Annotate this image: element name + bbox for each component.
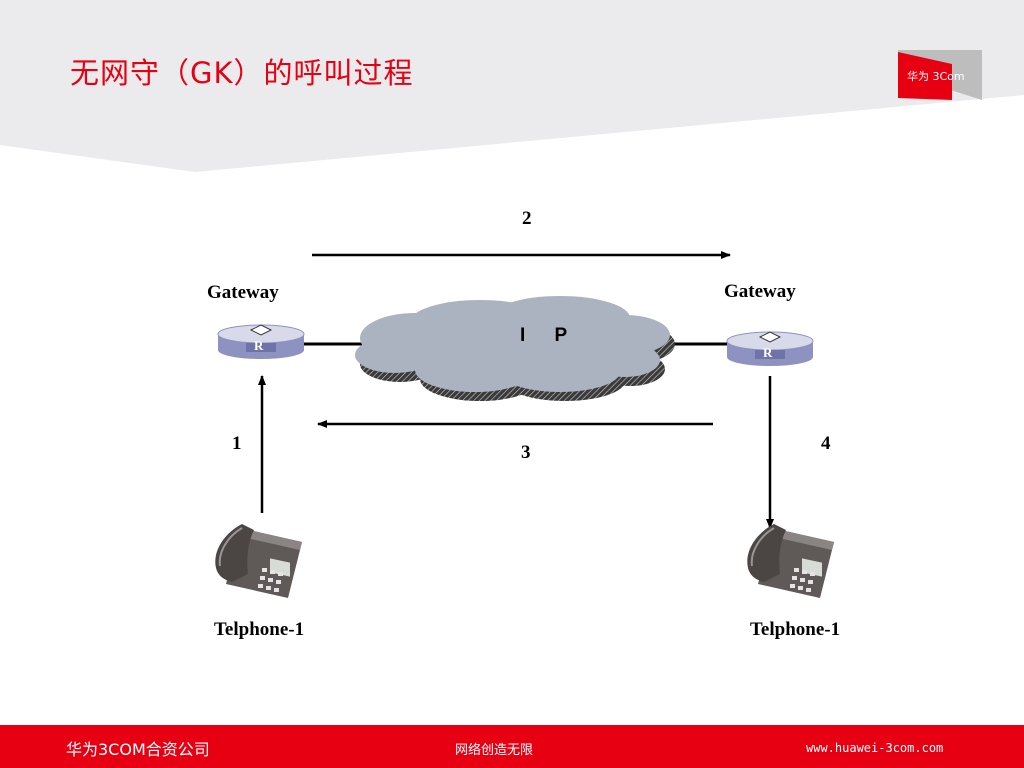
step-3-label: 3 <box>521 442 531 463</box>
ip-cloud <box>355 296 675 401</box>
ip-cloud-label: I P <box>520 325 580 346</box>
telephone-left-label: Telphone-1 <box>214 619 305 640</box>
telephone-right-icon <box>747 524 834 598</box>
footer-bar: 华为3COM合资公司 网络创造无限 www.huawei-3com.com <box>0 725 1024 768</box>
step-2-label: 2 <box>522 208 532 229</box>
gateway-left-label: Gateway <box>207 282 279 303</box>
header-band <box>0 0 1024 172</box>
telephone-left-icon <box>215 524 302 598</box>
slide-title: 无网守（GK）的呼叫过程 <box>70 56 414 90</box>
footer-url: www.huawei-3com.com <box>806 741 944 755</box>
call-process-diagram <box>215 251 834 598</box>
logo-text: 华为 3Com <box>907 70 965 83</box>
router-left <box>217 324 305 359</box>
huawei-3com-logo <box>898 50 982 100</box>
router-left-glyph: R <box>254 338 264 353</box>
router-right <box>726 331 814 366</box>
footer-slogan: 网络创造无限 <box>455 743 534 758</box>
step-4-label: 4 <box>821 433 831 454</box>
telephone-right-label: Telphone-1 <box>750 619 841 640</box>
footer-company: 华为3COM合资公司 <box>66 740 210 759</box>
gateway-right-label: Gateway <box>724 281 796 302</box>
step-1-label: 1 <box>232 433 242 454</box>
router-right-glyph: R <box>763 345 773 360</box>
